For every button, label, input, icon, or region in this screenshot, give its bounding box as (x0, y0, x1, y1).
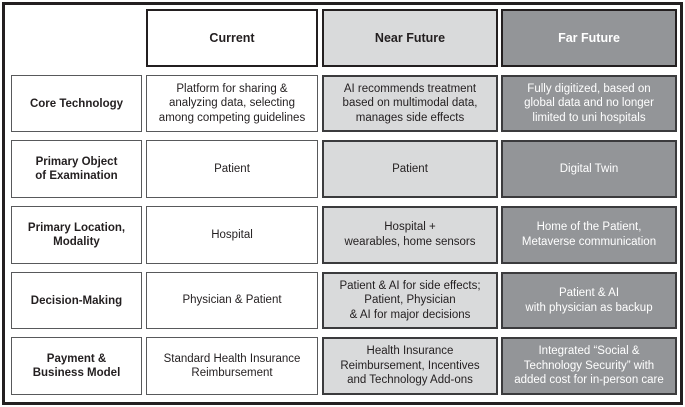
cell-primary-location-current: Hospital (146, 206, 318, 264)
matrix-row: Decision-Making Physician & Patient Pati… (11, 271, 677, 330)
column-header-near-future-label: Near Future (374, 30, 446, 45)
cell-decision-making-far-future: Patient & AI with physician as backup (501, 271, 677, 330)
cell-text: Digital Twin (559, 162, 619, 175)
column-header-far-future-label: Far Future (558, 30, 620, 45)
cell-text: Hospital (211, 228, 253, 241)
row-label-text: Decision-Making (30, 294, 123, 307)
cell-text: Patient & AI with physician as backup (525, 287, 653, 314)
cell-text: Standard Health Insurance Reimbursement (163, 352, 301, 380)
column-header-current: Current (146, 9, 318, 67)
cell-decision-making-near-future: Patient & AI for side effects; Patient, … (322, 271, 498, 330)
cell-text: Health Insurance Reimbursement, Incentiv… (340, 345, 480, 387)
row-label-payment-business-model: Payment & Business Model (11, 337, 142, 396)
cell-text: Patient (214, 162, 250, 175)
cell-primary-object-current: Patient (146, 140, 318, 199)
row-label-text: Payment & Business Model (32, 353, 121, 380)
cell-decision-making-current: Physician & Patient (146, 271, 318, 330)
cell-payment-model-far-future: Integrated “Social & Technology Security… (501, 337, 677, 396)
cell-text: Integrated “Social & Technology Security… (514, 345, 664, 387)
row-label-core-technology: Core Technology (11, 74, 142, 133)
cell-core-technology-current: Platform for sharing & analyzing data, s… (146, 74, 318, 133)
column-header-current-label: Current (209, 30, 255, 45)
matrix-row: Primary Object of Examination Patient Pa… (11, 140, 677, 199)
matrix-header-row: Current Near Future Far Future (11, 9, 677, 67)
cell-text: Patient & AI for side effects; Patient, … (339, 279, 481, 321)
header-corner-spacer (11, 9, 142, 67)
column-header-far-future: Far Future (501, 9, 677, 67)
cell-text: AI recommends treatment based on multimo… (342, 82, 478, 124)
matrix-row: Payment & Business Model Standard Health… (11, 337, 677, 396)
cell-text: Patient (392, 162, 428, 175)
cell-core-technology-near-future: AI recommends treatment based on multimo… (322, 74, 498, 133)
cell-text: Physician & Patient (182, 294, 282, 307)
cell-primary-object-near-future: Patient (322, 140, 498, 199)
column-header-near-future: Near Future (322, 9, 498, 67)
cell-primary-location-far-future: Home of the Patient, Metaverse communica… (501, 206, 677, 264)
row-label-text: Core Technology (29, 97, 124, 110)
cell-payment-model-near-future: Health Insurance Reimbursement, Incentiv… (322, 337, 498, 396)
cell-payment-model-current: Standard Health Insurance Reimbursement (146, 337, 318, 396)
cell-text: Hospital + wearables, home sensors (344, 221, 476, 248)
row-label-text: Primary Object of Examination (35, 156, 118, 183)
cell-core-technology-far-future: Fully digitized, based on global data an… (501, 74, 677, 133)
row-label-decision-making: Decision-Making (11, 271, 142, 330)
cell-primary-location-near-future: Hospital + wearables, home sensors (322, 206, 498, 264)
matrix-row: Core Technology Platform for sharing & a… (11, 74, 677, 133)
matrix-row: Primary Location, Modality Hospital Hosp… (11, 206, 677, 264)
row-label-text: Primary Location, Modality (27, 221, 126, 248)
row-label-primary-location-modality: Primary Location, Modality (11, 206, 142, 264)
cell-text: Home of the Patient, Metaverse communica… (521, 221, 657, 248)
row-label-primary-object-of-examination: Primary Object of Examination (11, 140, 142, 199)
cell-text: Platform for sharing & analyzing data, s… (158, 82, 306, 124)
cell-primary-object-far-future: Digital Twin (501, 140, 677, 199)
cell-text: Fully digitized, based on global data an… (524, 82, 654, 124)
